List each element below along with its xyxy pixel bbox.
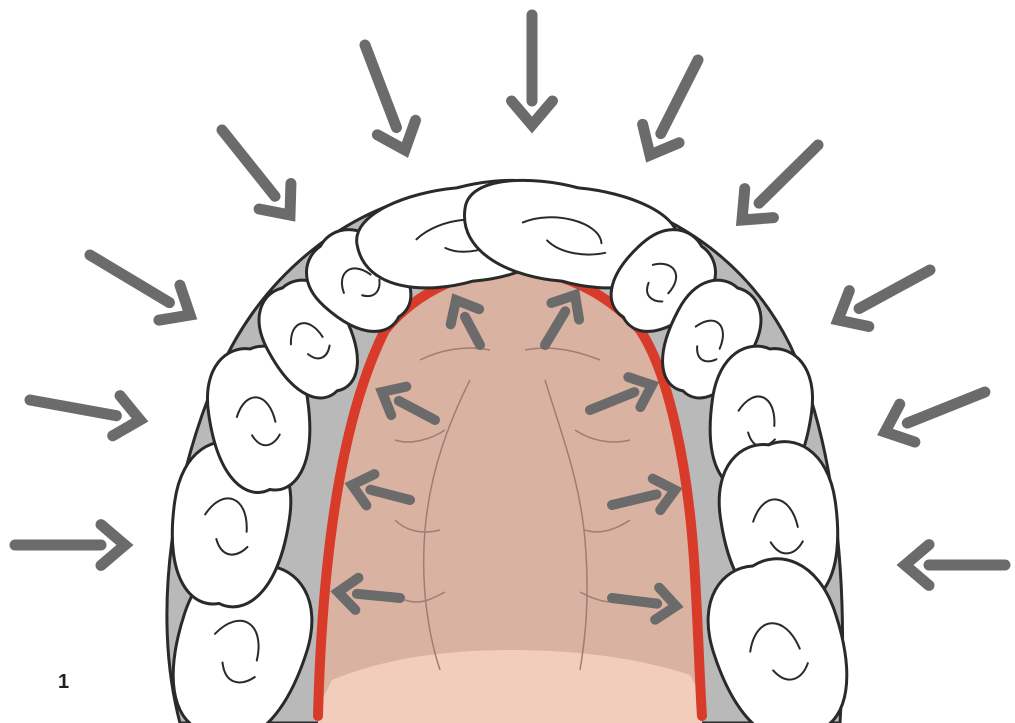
inward-force-arrow-icon: [838, 270, 930, 326]
arrow-shaft: [759, 145, 818, 203]
arrow-shaft: [222, 130, 275, 196]
arrow-shaft: [357, 594, 400, 598]
arrow-shaft: [859, 270, 930, 309]
inward-force-arrow-icon: [365, 45, 416, 150]
inward-force-arrow-icon: [643, 60, 698, 155]
arrow-shaft: [365, 45, 396, 128]
arrow-shaft: [907, 392, 985, 423]
arrow-shaft: [661, 60, 698, 134]
arrow-shaft: [612, 598, 657, 604]
inward-force-arrow-icon: [512, 15, 553, 125]
arrow-shaft: [30, 400, 116, 416]
inward-force-arrow-icon: [885, 392, 985, 442]
inward-force-arrow-icon: [30, 396, 140, 436]
inward-force-arrow-icon: [222, 130, 291, 215]
inward-force-arrow-icon: [15, 525, 125, 566]
inward-force-arrow-icon: [90, 255, 190, 320]
inward-force-arrow-icon: [905, 545, 1005, 586]
inward-force-arrow-icon: [742, 145, 818, 220]
arrow-shaft: [90, 255, 169, 303]
figure-number: 1: [58, 672, 69, 692]
